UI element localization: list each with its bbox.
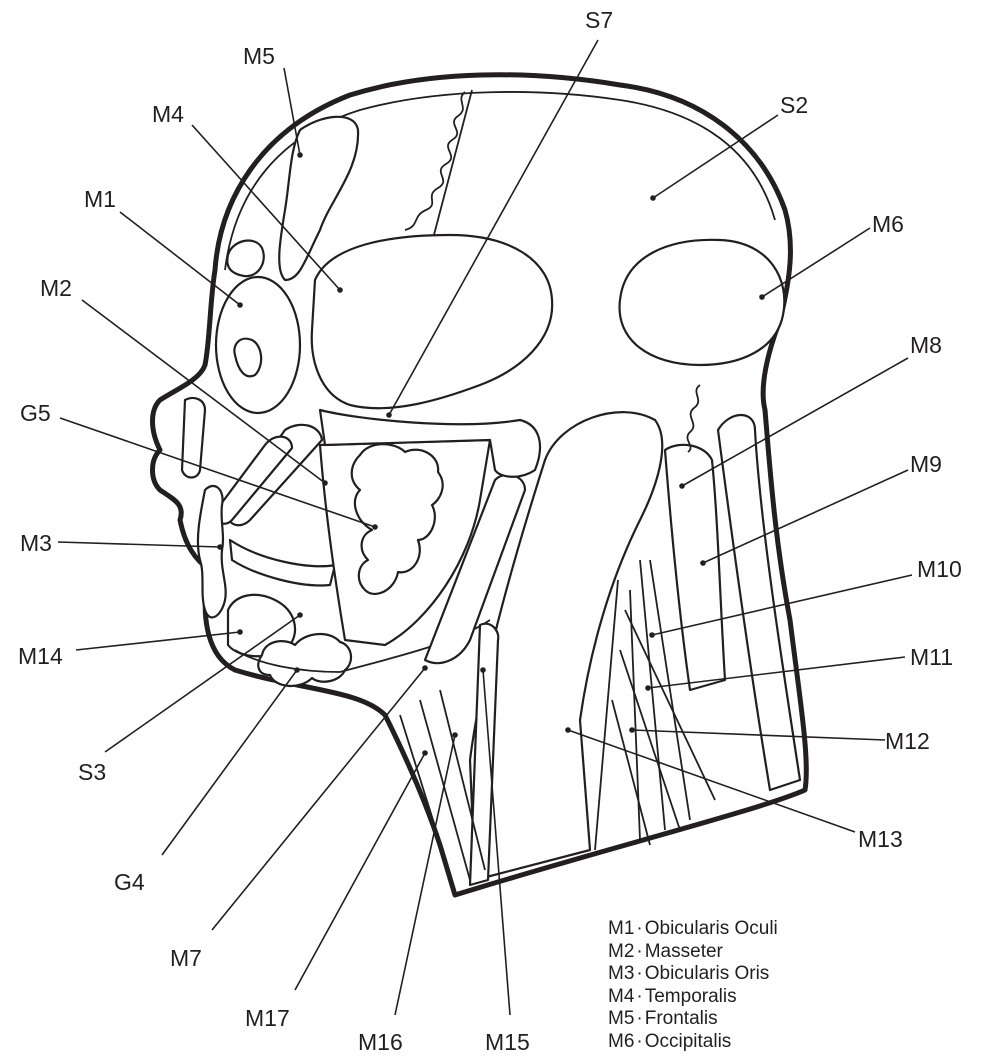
label-m2: M2 bbox=[40, 275, 72, 301]
occipitalis-muscle bbox=[620, 240, 785, 365]
label-s7: S7 bbox=[585, 7, 613, 33]
legend-item: M6Occipitalis bbox=[608, 1031, 778, 1054]
legend: M1Obicularis Oculi M2Masseter M3Obicular… bbox=[608, 918, 778, 1053]
legend-item: M5Frontalis bbox=[608, 1008, 778, 1031]
label-m15: M15 bbox=[485, 1029, 530, 1055]
label-m16: M16 bbox=[358, 1029, 403, 1055]
label-m6: M6 bbox=[872, 211, 904, 237]
legend-item: M4Temporalis bbox=[608, 986, 778, 1009]
label-m12: M12 bbox=[885, 728, 930, 754]
submandibular-gland bbox=[258, 634, 351, 686]
label-g5: G5 bbox=[20, 400, 51, 426]
orbicularis-oris-muscle bbox=[198, 486, 226, 617]
label-m7: M7 bbox=[170, 945, 202, 971]
label-m4: M4 bbox=[152, 101, 184, 127]
legend-item: M1Obicularis Oculi bbox=[608, 918, 778, 941]
label-m8: M8 bbox=[910, 332, 942, 358]
label-m3: M3 bbox=[20, 530, 52, 556]
brow-piece bbox=[227, 241, 263, 277]
label-m13: M13 bbox=[858, 826, 903, 852]
label-g4: G4 bbox=[114, 869, 145, 895]
label-s2: S2 bbox=[780, 92, 808, 118]
label-m14: M14 bbox=[18, 643, 63, 669]
label-m11: M11 bbox=[910, 644, 953, 670]
label-m17: M17 bbox=[245, 1005, 290, 1031]
label-m1: M1 bbox=[84, 186, 116, 212]
label-m5: M5 bbox=[243, 43, 275, 69]
legend-item: M2Masseter bbox=[608, 941, 778, 964]
label-m9: M9 bbox=[910, 451, 942, 477]
label-m10: M10 bbox=[917, 556, 962, 582]
legend-item: M3Obicularis Oris bbox=[608, 963, 778, 986]
label-s3: S3 bbox=[78, 759, 106, 785]
